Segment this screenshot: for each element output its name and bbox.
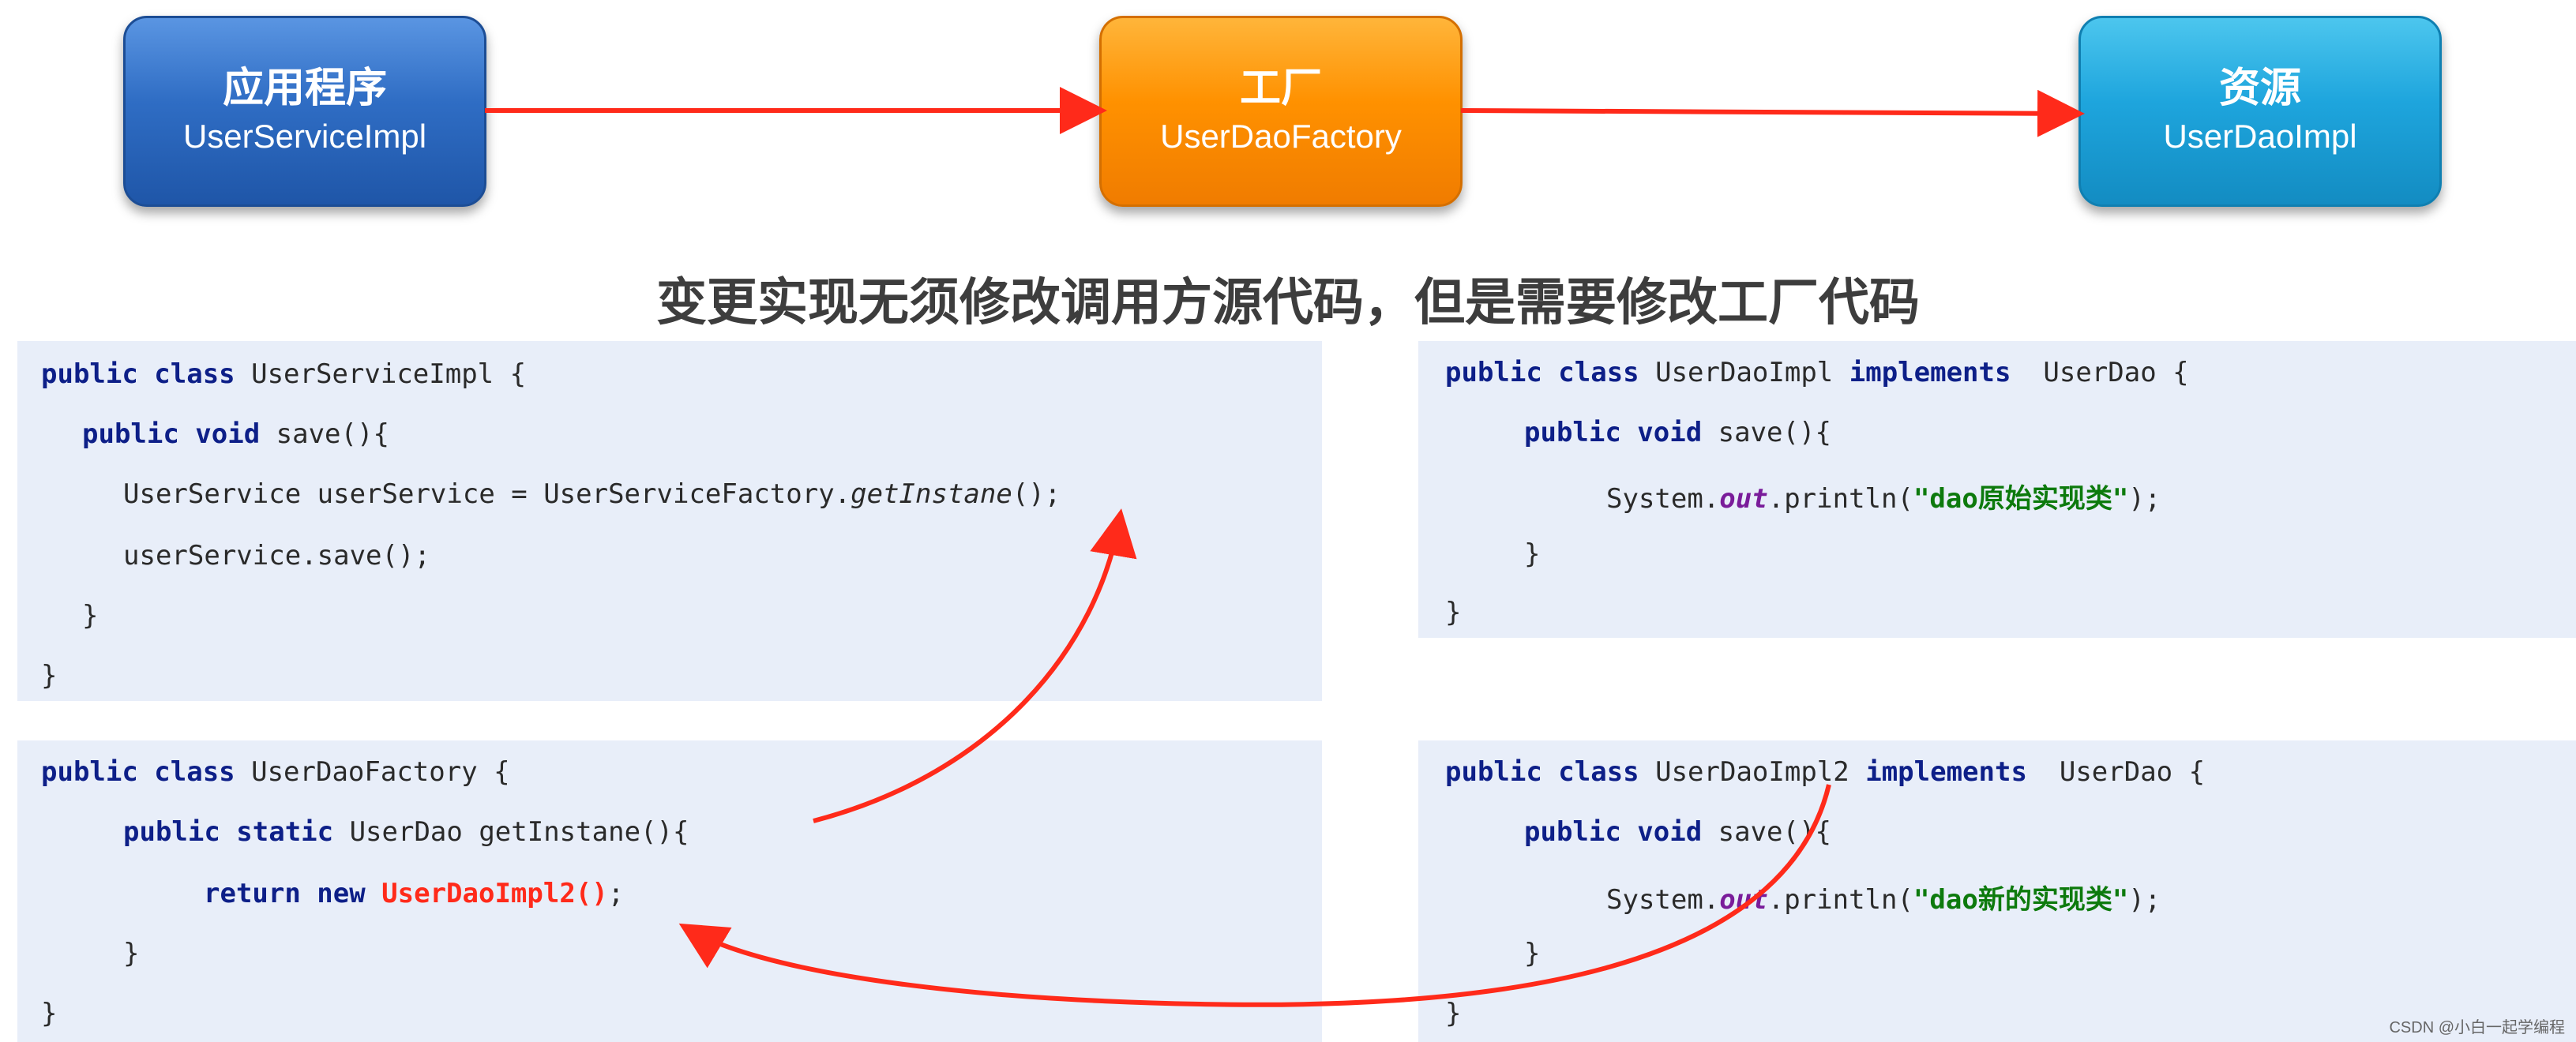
keyword: implements	[1865, 756, 2027, 788]
code-text: UserDaoFactory {	[235, 756, 510, 788]
code-text: );	[2128, 483, 2161, 515]
code-line: public void save(){	[1524, 417, 1831, 448]
arrow-daoimpl2-to-factory	[678, 784, 1831, 1007]
keyword: public class	[1445, 357, 1639, 388]
code-text: .println(	[1767, 884, 1913, 916]
app-box: 应用程序 UserServiceImpl	[123, 16, 486, 207]
code-line: public class UserDaoImpl2 implements Use…	[1445, 756, 2205, 788]
code-text: System.	[1606, 884, 1720, 916]
code-panel-daoimpl: public class UserDaoImpl implements User…	[1418, 341, 2576, 638]
arrow-factory-to-resource	[1460, 89, 2085, 137]
code-text: ;	[607, 878, 625, 909]
heading: 变更实现无须修改调用方源代码，但是需要修改工厂代码	[656, 274, 1920, 332]
code-text: UserDao getInstane(){	[333, 816, 689, 848]
code-line: }	[1524, 538, 1541, 570]
code-text: UserDao {	[2011, 357, 2189, 388]
code-line: }	[1445, 597, 1462, 628]
code-line: System.out.println("dao原始实现类");	[1606, 477, 2161, 515]
code-line: }	[1445, 998, 1462, 1029]
code-text: UserServiceImpl {	[235, 358, 527, 390]
keyword: public class	[41, 358, 235, 390]
code-line: public class UserServiceImpl {	[41, 358, 526, 390]
code-panel-daoimpl2: public class UserDaoImpl2 implements Use…	[1418, 740, 2576, 1042]
code-line: }	[82, 600, 99, 632]
keyword: public class	[1445, 756, 1639, 788]
arrow-factory-to-service	[813, 508, 1137, 823]
code-text: save(){	[1702, 417, 1831, 448]
app-box-title: 应用程序	[222, 66, 387, 111]
code-panel-factory: public class UserDaoFactory { public sta…	[17, 740, 1322, 1042]
factory-box-subtitle: UserDaoFactory	[1160, 118, 1402, 155]
code-text: UserDaoImpl2	[1639, 756, 1866, 788]
keyword: public static	[123, 816, 334, 848]
code-text: UserDao {	[2026, 756, 2206, 788]
code-text: .println(	[1767, 483, 1913, 515]
code-line: public void save(){	[1524, 816, 1831, 848]
resource-box-title: 资源	[2218, 66, 2301, 111]
code-line: public class UserDaoFactory {	[41, 756, 510, 788]
keyword: public void	[1524, 816, 1703, 848]
code-line: }	[1524, 938, 1541, 969]
keyword: public void	[1524, 417, 1703, 448]
field-out: out	[1719, 483, 1768, 515]
code-text: ();	[1012, 478, 1061, 510]
code-line: }	[123, 938, 140, 969]
method-name: getInstane	[851, 478, 1012, 510]
resource-box: 资源 UserDaoImpl	[2078, 16, 2442, 207]
code-line: System.out.println("dao新的实现类");	[1606, 878, 2161, 916]
code-text: save(){	[260, 418, 389, 450]
factory-box-title: 工厂	[1239, 66, 1322, 111]
string-literal: "dao原始实现类"	[1913, 483, 2129, 515]
code-line: return new UserDaoImpl2();	[204, 878, 624, 909]
code-text: UserDaoImpl	[1639, 357, 1849, 388]
code-text: );	[2128, 884, 2161, 916]
field-out: out	[1719, 884, 1768, 916]
code-line: UserService userService = UserServiceFac…	[123, 478, 1061, 510]
keyword: implements	[1849, 357, 2011, 388]
watermark: CSDN @小白一起学编程	[2389, 1019, 2565, 1036]
keyword: public void	[82, 418, 261, 450]
code-line: userService.save();	[123, 540, 430, 572]
app-box-subtitle: UserServiceImpl	[182, 118, 427, 155]
code-line: public void save(){	[82, 418, 389, 450]
code-line: public class UserDaoImpl implements User…	[1445, 357, 2189, 388]
code-line: }	[41, 998, 58, 1029]
keyword: public class	[41, 756, 235, 788]
keyword: return new	[204, 878, 366, 909]
code-text: UserService userService = UserServiceFac…	[123, 478, 851, 510]
code-line: }	[41, 660, 58, 692]
resource-box-subtitle: UserDaoImpl	[2163, 118, 2357, 155]
string-literal: "dao新的实现类"	[1913, 884, 2129, 916]
code-line: public static UserDao getInstane(){	[123, 816, 689, 848]
highlighted-constructor: UserDaoImpl2()	[365, 878, 608, 909]
code-text: System.	[1606, 483, 1720, 515]
